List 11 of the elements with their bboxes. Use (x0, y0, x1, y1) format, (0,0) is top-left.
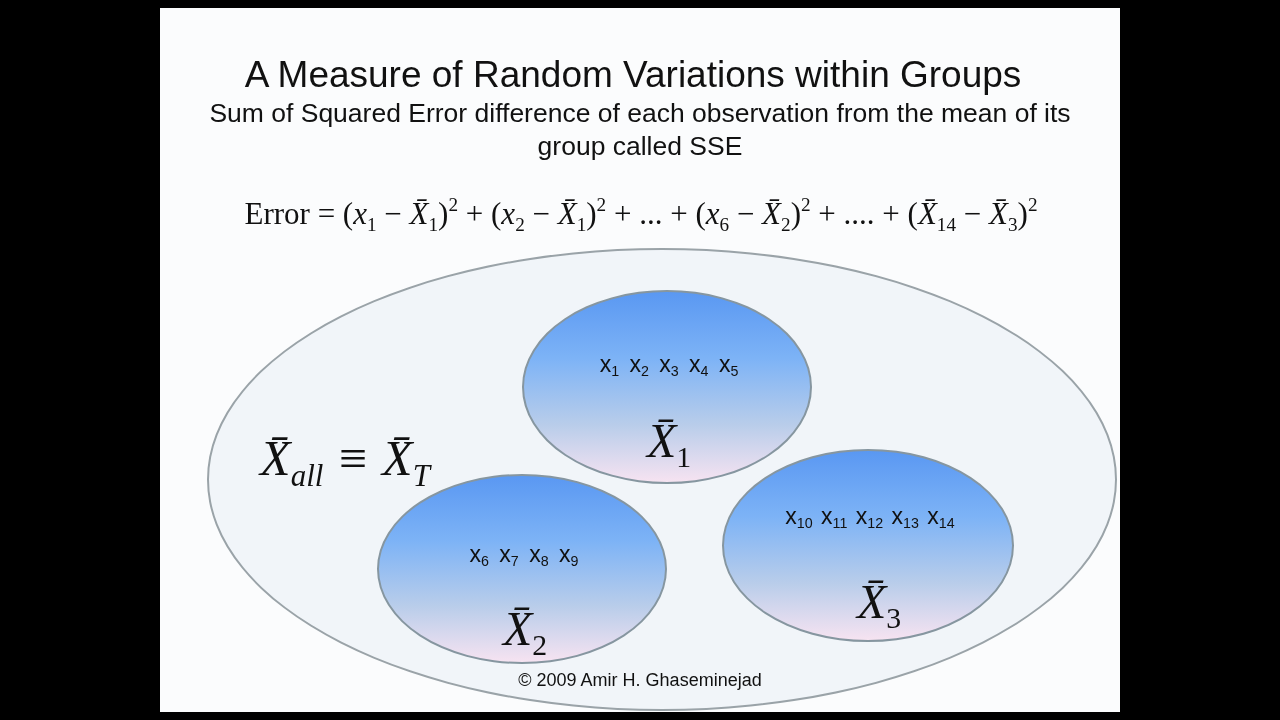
formula-text: Error = (x$_{1}$ − X̄$_{1}$)$^{2}$ + (x$_{2}$ − X̄$_{1}$)$^{2}$ + ... + (x$_{6}$ − X̄$_{2}$)$^{2}$ + .... + (X̄$_{14}$ − X̄$_{3}$)$^{2}$ (244, 196, 1038, 231)
slide-title: A Measure of Random Variations within Groups (244, 54, 1022, 95)
group-mean-text: X̄$_{3}$ (856, 573, 902, 629)
group-mean-text: X̄$_{2}$ (502, 600, 548, 656)
copyright-text: © 2009 Amir H. Ghaseminejad (518, 670, 762, 690)
observations-text: x$_{10}$ x$_{11}$ x$_{12}$ x$_{13}$ x$_{14}$ (785, 502, 955, 530)
group-mean-text: X̄$_{1}$ (646, 412, 692, 468)
observations-text: x$_{1}$ x$_{2}$ x$_{3}$ x$_{4}$ x$_{5}$ (599, 350, 739, 378)
observations-text: x$_{6}$ x$_{7}$ x$_{8}$ x$_{9}$ (469, 540, 579, 568)
subtitle-text: Sum of Squared Error difference of each observation from the mean of its group called SSE (209, 98, 1071, 161)
overall-mean-text: X̄$_{all}$ ≡ X̄$_{T}$ (260, 429, 430, 487)
